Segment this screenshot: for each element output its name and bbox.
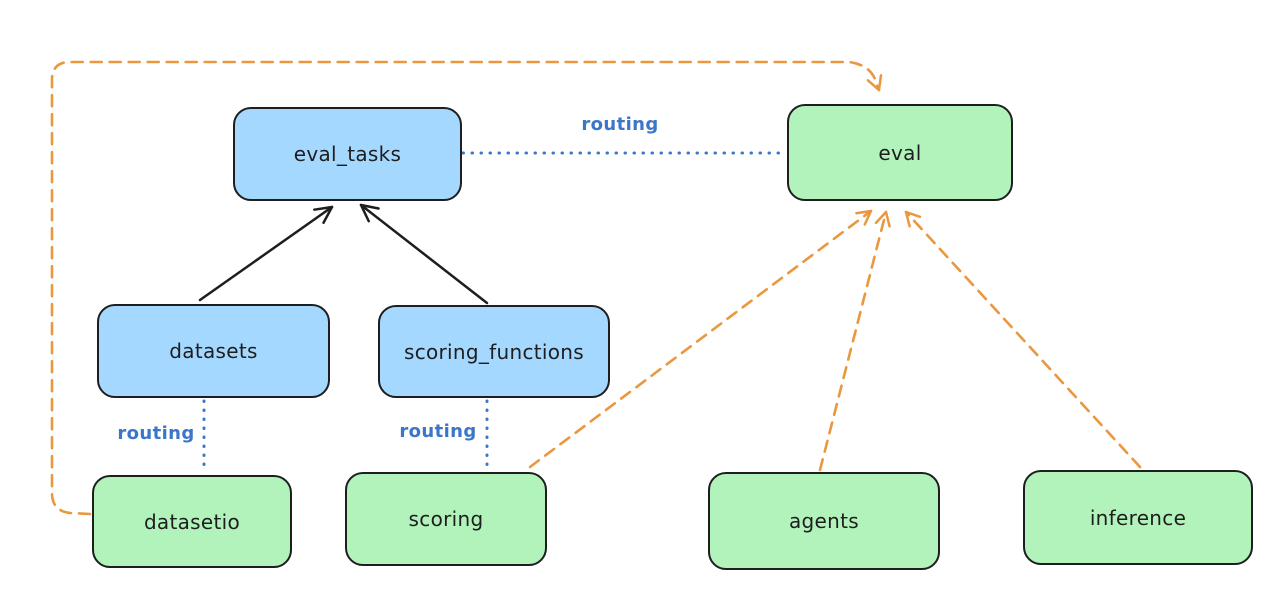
- node-agents-label: agents: [789, 509, 859, 533]
- node-scoring-functions: scoring_functions: [378, 305, 610, 398]
- edge-scoring-to-eval: [528, 209, 873, 469]
- node-eval: eval: [787, 104, 1013, 201]
- node-datasets: datasets: [97, 304, 330, 398]
- node-inference-label: inference: [1089, 505, 1187, 530]
- node-datasetio: datasetio: [92, 475, 292, 568]
- edge-label-routing-scoring-functions-scoring: routing: [399, 421, 477, 442]
- node-datasetio-label: datasetio: [143, 509, 241, 534]
- edge-datasetio-to-eval: [50, 60, 883, 516]
- node-scoring-label: scoring: [408, 507, 484, 531]
- node-inference: inference: [1023, 470, 1253, 565]
- edge-label-routing-eval-tasks-eval: routing: [581, 114, 659, 135]
- node-eval-label: eval: [878, 140, 922, 165]
- edge-datasets-to-eval-tasks: [198, 205, 334, 302]
- edge-agents-to-eval: [818, 210, 891, 472]
- node-scoring: scoring: [345, 472, 547, 566]
- node-datasets-label: datasets: [169, 339, 258, 363]
- node-scoring-functions-label: scoring_functions: [403, 339, 585, 364]
- edge-scoring-functions-to-eval-tasks: [359, 203, 489, 305]
- edge-label-routing-datasets-datasetio: routing: [117, 423, 195, 444]
- node-eval-tasks-label: eval_tasks: [293, 142, 402, 166]
- edge-inference-to-eval: [904, 210, 1142, 469]
- node-eval-tasks: eval_tasks: [233, 107, 462, 201]
- node-agents: agents: [708, 472, 940, 570]
